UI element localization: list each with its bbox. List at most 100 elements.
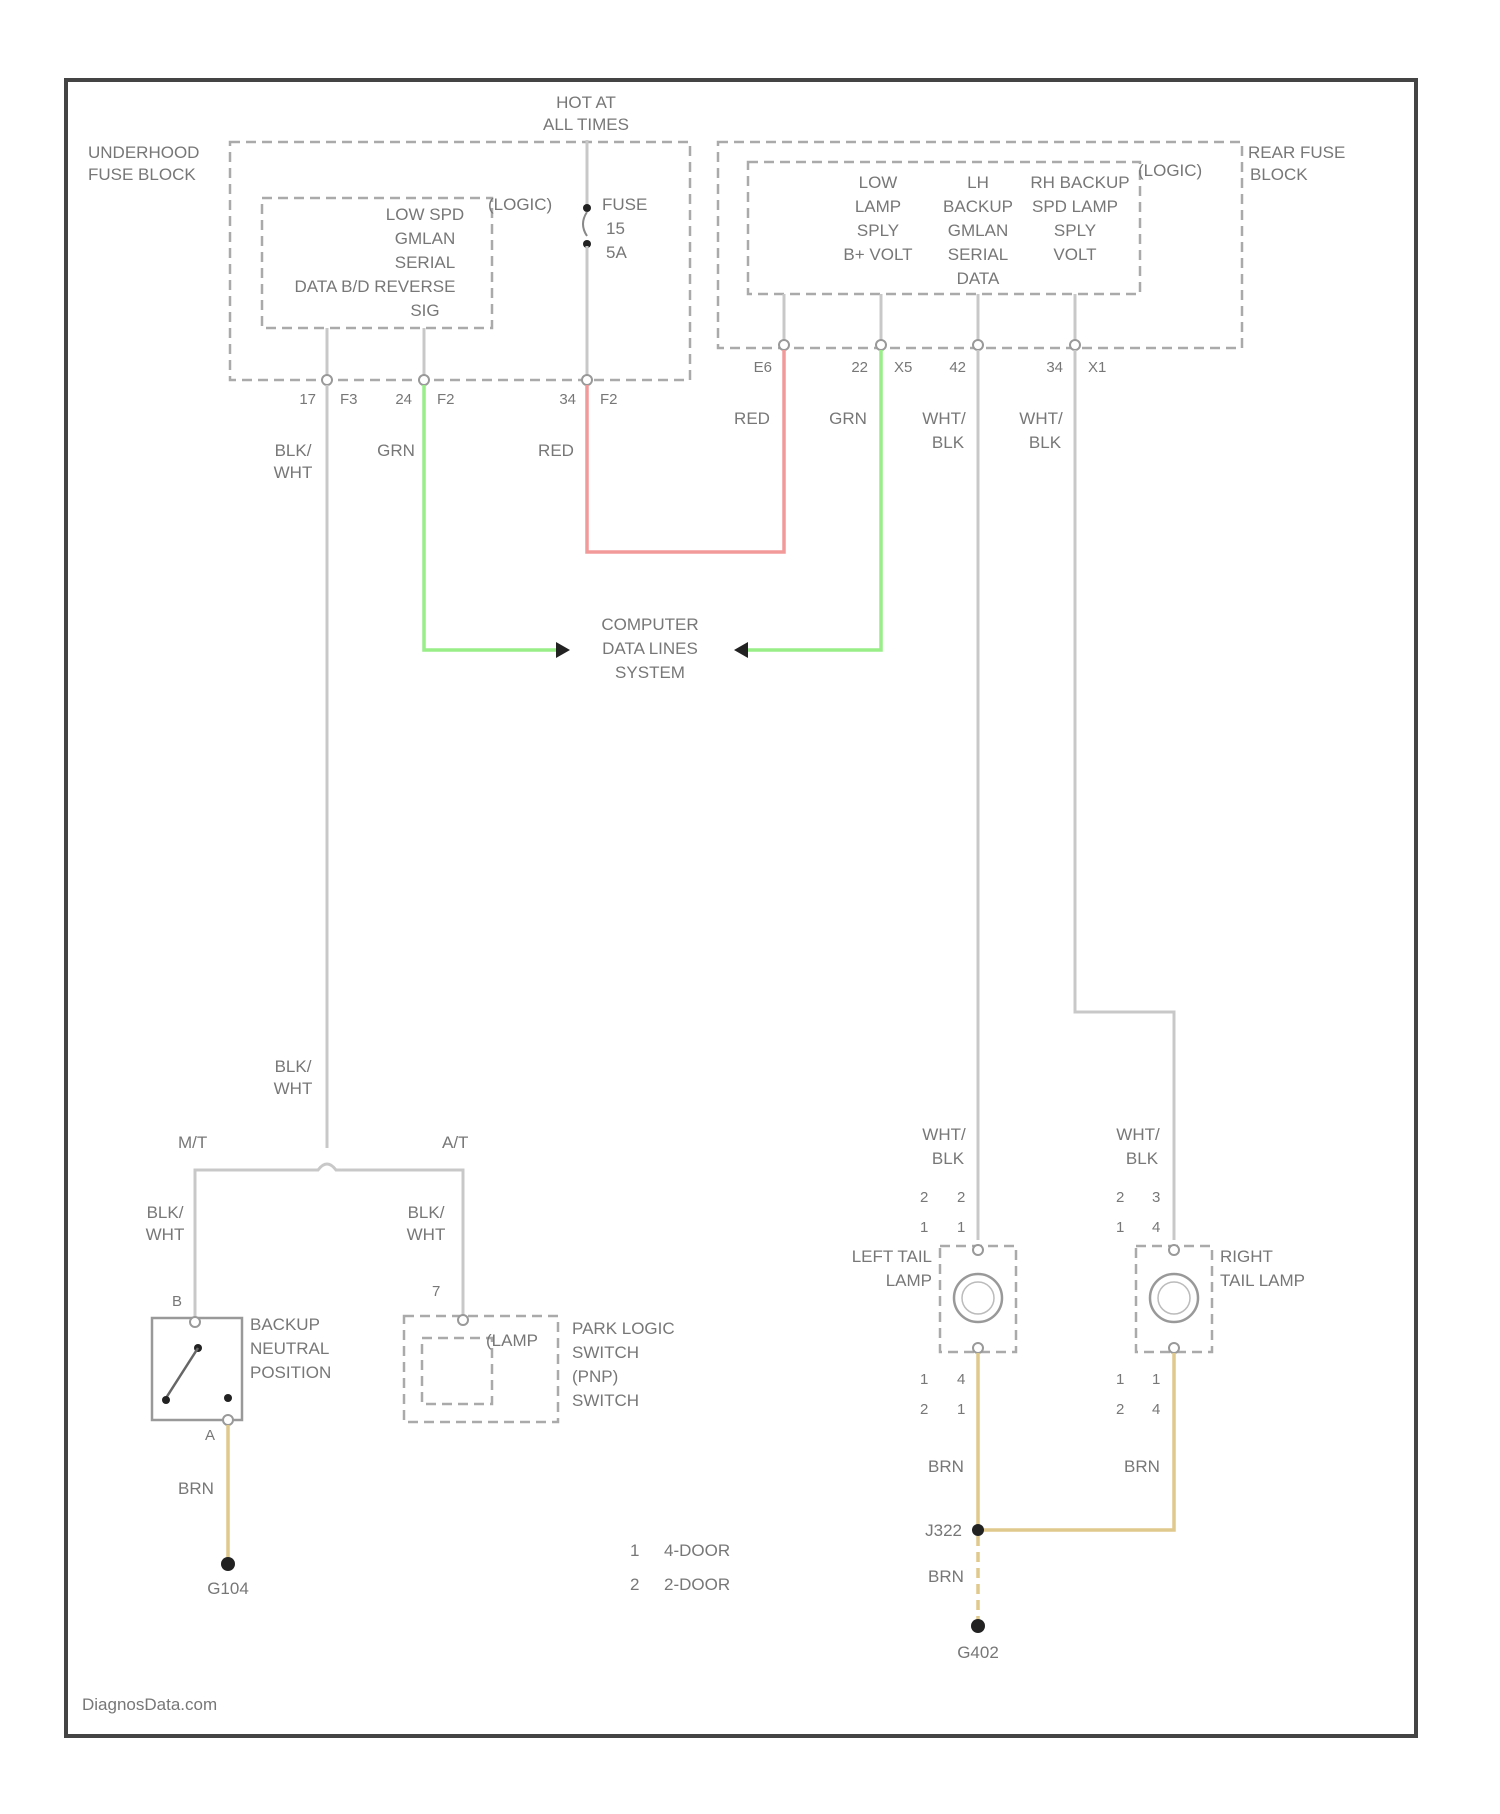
- left-tail-pin-top-2b: 1: [957, 1219, 965, 1236]
- wire-grn-left: [424, 385, 556, 650]
- backup-switch-pin-a-label: A: [205, 1427, 215, 1444]
- left-tail-pin-bot-2a: 2: [920, 1401, 928, 1418]
- backup-switch-contact-right: [224, 1394, 232, 1402]
- right-tail-pin-bot-2b: 4: [1152, 1401, 1160, 1418]
- rear-pin-34: [1070, 340, 1080, 350]
- backup-switch-pin-a: [223, 1415, 233, 1425]
- backup-switch-name-1: BACKUP: [250, 1315, 320, 1334]
- wire-wht-blk-3a: WHT/: [922, 1125, 966, 1144]
- underhood-logic-line-5: SIG: [410, 301, 439, 320]
- underhood-pin-24-conn: F2: [437, 391, 455, 408]
- wire-red-left-label: RED: [538, 441, 574, 460]
- wire-blk-wht-label-1a: BLK/: [275, 441, 312, 460]
- fuse-terminal-top: [583, 204, 591, 212]
- wire-grn-left-label: GRN: [377, 441, 415, 460]
- wire-blk-wht-label-2a: BLK/: [275, 1057, 312, 1076]
- underhood-logic-label: (LOGIC): [488, 195, 552, 214]
- underhood-pin-24: [419, 375, 429, 385]
- wire-grn-right-label: GRN: [829, 409, 867, 428]
- rear-col2-line-1: LH: [967, 173, 989, 192]
- underhood-logic-line-4: DATA B/D REVERSE: [295, 277, 456, 296]
- rear-title-2: BLOCK: [1250, 165, 1308, 184]
- wire-wht-blk-3b: BLK: [932, 1149, 965, 1168]
- park-switch-pin-7-label: 7: [432, 1283, 440, 1300]
- splice-j322-label: J322: [925, 1521, 962, 1540]
- rear-col1-line-4: B+ VOLT: [843, 245, 912, 264]
- park-switch-pin-7: [458, 1315, 468, 1325]
- backup-switch-name-3: POSITION: [250, 1363, 331, 1382]
- rear-pin-22: [876, 340, 886, 350]
- park-switch-inner: [422, 1338, 492, 1404]
- left-tail-pin-top-1a: 2: [920, 1189, 928, 1206]
- wire-at-label-a: BLK/: [408, 1203, 445, 1222]
- right-tail-pin-top-1a: 2: [1116, 1189, 1124, 1206]
- left-tail-pin-bot-1b: 4: [957, 1371, 965, 1388]
- computer-data-3: SYSTEM: [615, 663, 685, 682]
- computer-data-1: COMPUTER: [601, 615, 698, 634]
- right-tail-lamp-box: [1136, 1246, 1212, 1352]
- right-tail-bulb-inner: [1158, 1282, 1190, 1314]
- backup-switch-name-2: NEUTRAL: [250, 1339, 329, 1358]
- right-tail-pin-top-1b: 3: [1152, 1189, 1160, 1206]
- underhood-logic-line-3: SERIAL: [395, 253, 455, 272]
- mt-label: M/T: [178, 1133, 207, 1152]
- fuse-icon: [583, 212, 587, 236]
- right-tail-pin-bot-1b: 1: [1152, 1371, 1160, 1388]
- rear-logic-label: (LOGIC): [1138, 161, 1202, 180]
- left-tail-pin-bot-2b: 1: [957, 1401, 965, 1418]
- rear-col3-line-3: SPLY: [1054, 221, 1096, 240]
- fuse-label: FUSE: [602, 195, 647, 214]
- underhood-logic-line-2: GMLAN: [395, 229, 455, 248]
- ground-g104-label: G104: [207, 1579, 249, 1598]
- park-switch-lamp: (LAMP: [486, 1331, 538, 1350]
- left-tail-bulb-icon: [954, 1274, 1002, 1322]
- ground-g104-icon: [221, 1557, 235, 1571]
- right-tail-bulb-icon: [1150, 1274, 1198, 1322]
- underhood-pin-17-num: 17: [299, 391, 316, 408]
- note-2-num: 2: [630, 1575, 639, 1594]
- wire-wht-blk-right: [1075, 350, 1174, 1240]
- fuse-rating: 5A: [606, 243, 627, 262]
- park-switch-name-1: PARK LOGIC: [572, 1319, 675, 1338]
- rear-col3-line-1: RH BACKUP: [1030, 173, 1129, 192]
- rear-col1-line-3: SPLY: [857, 221, 899, 240]
- wire-brn-g104-label: BRN: [178, 1479, 214, 1498]
- note-2-text: 2-DOOR: [664, 1575, 730, 1594]
- wire-mt-label-b: WHT: [146, 1225, 185, 1244]
- rear-pin-34-conn: X1: [1088, 359, 1106, 376]
- right-tail-pin-top-2a: 1: [1116, 1219, 1124, 1236]
- underhood-pin-34: [582, 375, 592, 385]
- hot-at-all-times-1: HOT AT: [556, 93, 616, 112]
- rear-col3-line-4: VOLT: [1053, 245, 1096, 264]
- ground-g402-label: G402: [957, 1643, 999, 1662]
- ground-g402-icon: [971, 1619, 985, 1633]
- wire-at-label-b: WHT: [407, 1225, 446, 1244]
- rear-pin-e6-num: E6: [754, 359, 772, 376]
- rear-pin-42-num: 42: [949, 359, 966, 376]
- left-tail-pin-top-1b: 2: [957, 1189, 965, 1206]
- underhood-pin-17-conn: F3: [340, 391, 358, 408]
- right-tail-name-1: RIGHT: [1220, 1247, 1273, 1266]
- wire-wht-blk-4a: WHT/: [1116, 1125, 1160, 1144]
- underhood-pin-34-num: 34: [559, 391, 576, 408]
- backup-switch-arm: [166, 1348, 198, 1398]
- note-1-num: 1: [630, 1541, 639, 1560]
- watermark: DiagnosData.com: [82, 1695, 217, 1714]
- rear-pin-42: [973, 340, 983, 350]
- backup-switch-pin-b-label: B: [172, 1293, 182, 1310]
- wire-wht-blk-4b: BLK: [1126, 1149, 1159, 1168]
- underhood-title-2: FUSE BLOCK: [88, 165, 196, 184]
- right-tail-pin-bot-2a: 2: [1116, 1401, 1124, 1418]
- left-tail-name-1: LEFT TAIL: [852, 1247, 932, 1266]
- rear-col2-line-5: DATA: [957, 269, 1000, 288]
- rear-col1-line-2: LAMP: [855, 197, 901, 216]
- rear-pin-34-num: 34: [1046, 359, 1063, 376]
- park-switch-name-3: (PNP): [572, 1367, 618, 1386]
- underhood-pin-34-conn: F2: [600, 391, 618, 408]
- wire-wht-blk-1a: WHT/: [922, 409, 966, 428]
- rear-pin-e6: [779, 340, 789, 350]
- hot-at-all-times-2: ALL TIMES: [543, 115, 629, 134]
- wire-red-right-label: RED: [734, 409, 770, 428]
- splice-j322-icon: [972, 1524, 984, 1536]
